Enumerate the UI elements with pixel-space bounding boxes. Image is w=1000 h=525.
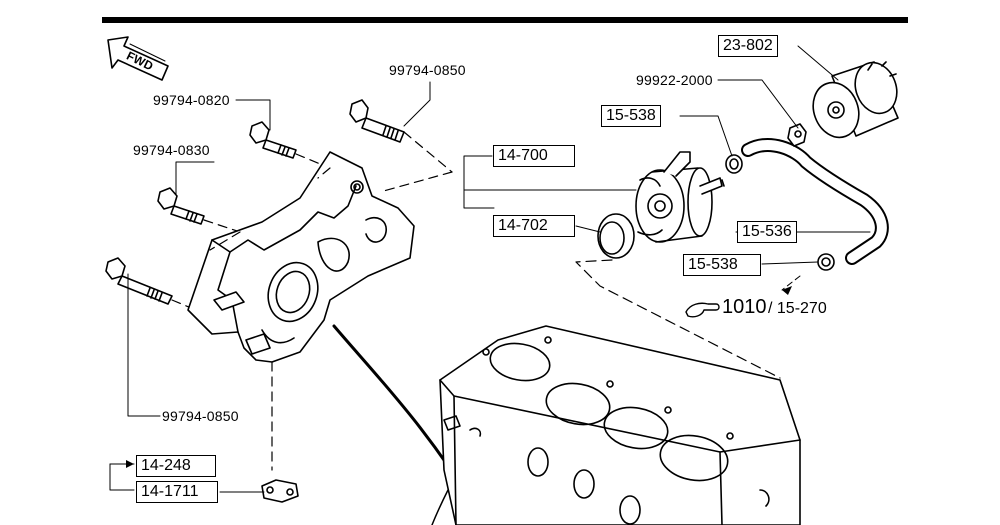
part-label-bolt-mid-left: 99794-0830 [133, 142, 210, 158]
bolt-lower-left [105, 257, 197, 311]
box-label-gasket: 14-702 [493, 215, 575, 237]
arrowhead-icon [126, 460, 134, 468]
pointing-hand-icon [685, 302, 720, 318]
oil-filter [812, 61, 899, 139]
box-label-oil-filter: 23-802 [718, 35, 778, 57]
clamp-upper [725, 154, 743, 174]
part-label-bolt-top: 99794-0850 [389, 62, 466, 78]
box-label-hose: 15-536 [737, 221, 797, 243]
reference-sub: / 15-270 [768, 300, 827, 317]
oil-pump-housing [187, 151, 415, 363]
part-label-washer: 99922-2000 [636, 72, 713, 88]
box-label-oil-cooler-assy: 14-700 [493, 145, 575, 167]
oil-cooler [635, 151, 725, 243]
filter-washer [787, 123, 807, 147]
part-label-bolt-lower-left: 99794-0850 [162, 408, 239, 424]
bolt-top [349, 99, 453, 173]
box-label-strainer-gasket: 14-1711 [136, 481, 218, 503]
strainer [261, 479, 299, 503]
dashed-guide [575, 259, 781, 379]
arrowhead-icon [782, 286, 792, 295]
dashed-guide [379, 171, 453, 193]
box-label-clamp-lower: 15-538 [683, 254, 761, 276]
oil-hose [741, 138, 889, 265]
leader-lines [109, 45, 871, 493]
clamp-lower [817, 253, 835, 271]
chain-guide-line [431, 489, 449, 525]
cylinder-block [439, 325, 801, 525]
cooler-gasket [597, 213, 635, 259]
reference-main: 1010 [722, 296, 767, 318]
box-label-strainer: 14-248 [136, 455, 216, 477]
bolt-upper-left [249, 121, 331, 169]
bolt-mid-left [157, 187, 241, 233]
part-label-bolt-upper-left: 99794-0820 [153, 92, 230, 108]
dashed-guide [209, 167, 331, 251]
box-label-clamp-upper: 15-538 [601, 105, 661, 127]
fwd-arrow-icon [107, 36, 169, 81]
header-rule [102, 17, 908, 23]
